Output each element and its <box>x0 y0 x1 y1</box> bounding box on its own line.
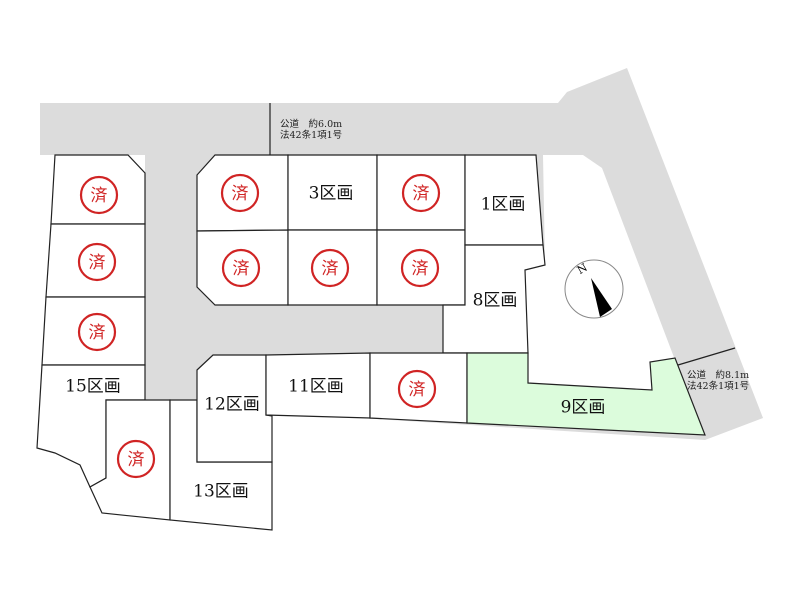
lot-15-label: 15区画 <box>65 377 121 397</box>
sold-stamp-text: 済 <box>89 323 106 343</box>
lot-12-label: 12区画 <box>204 395 260 415</box>
lot-11-label: 11区画 <box>288 377 344 397</box>
lot-9[interactable] <box>466 352 706 436</box>
north-compass-icon: N <box>564 259 624 319</box>
sold-stamp-icon: 済 <box>397 369 437 409</box>
sold-stamp-icon: 済 <box>401 173 441 213</box>
north-road-label-2: 法42条1項1号 <box>280 129 342 141</box>
sold-stamp-icon: 済 <box>77 312 117 352</box>
east-road-label-1: 公道 約8.1m <box>687 369 749 381</box>
lot-9-label: 9区画 <box>561 398 606 418</box>
east-road-width-line <box>677 347 736 366</box>
sold-stamps: 済済済済済済済済済済 <box>77 173 441 479</box>
sold-stamp-icon: 済 <box>400 248 440 288</box>
sold-stamp-text: 済 <box>412 259 429 279</box>
sold-stamp-text: 済 <box>322 259 339 279</box>
north-road-label-1: 公道 約6.0m <box>280 118 342 130</box>
sold-stamp-icon: 済 <box>77 242 117 282</box>
east-road-label-2: 法42条1項1号 <box>687 380 749 392</box>
sold-stamp-text: 済 <box>233 259 250 279</box>
sold-stamp-icon: 済 <box>220 173 260 213</box>
sold-stamp-icon: 済 <box>79 175 119 215</box>
sold-stamp-icon: 済 <box>310 248 350 288</box>
lot-13-label: 13区画 <box>193 482 249 502</box>
sold-stamp-text: 済 <box>232 184 249 204</box>
sold-stamp-text: 済 <box>409 380 426 400</box>
lot-3-label: 3区画 <box>309 184 354 204</box>
sold-stamp-icon: 済 <box>116 439 156 479</box>
lot-1-label: 1区画 <box>481 195 526 215</box>
sold-stamp-text: 済 <box>413 184 430 204</box>
sold-stamp-text: 済 <box>128 450 145 470</box>
sold-stamp-text: 済 <box>91 186 108 206</box>
lot-8-label: 8区画 <box>473 291 518 311</box>
sold-stamp-icon: 済 <box>221 248 261 288</box>
sold-stamp-text: 済 <box>89 253 106 273</box>
